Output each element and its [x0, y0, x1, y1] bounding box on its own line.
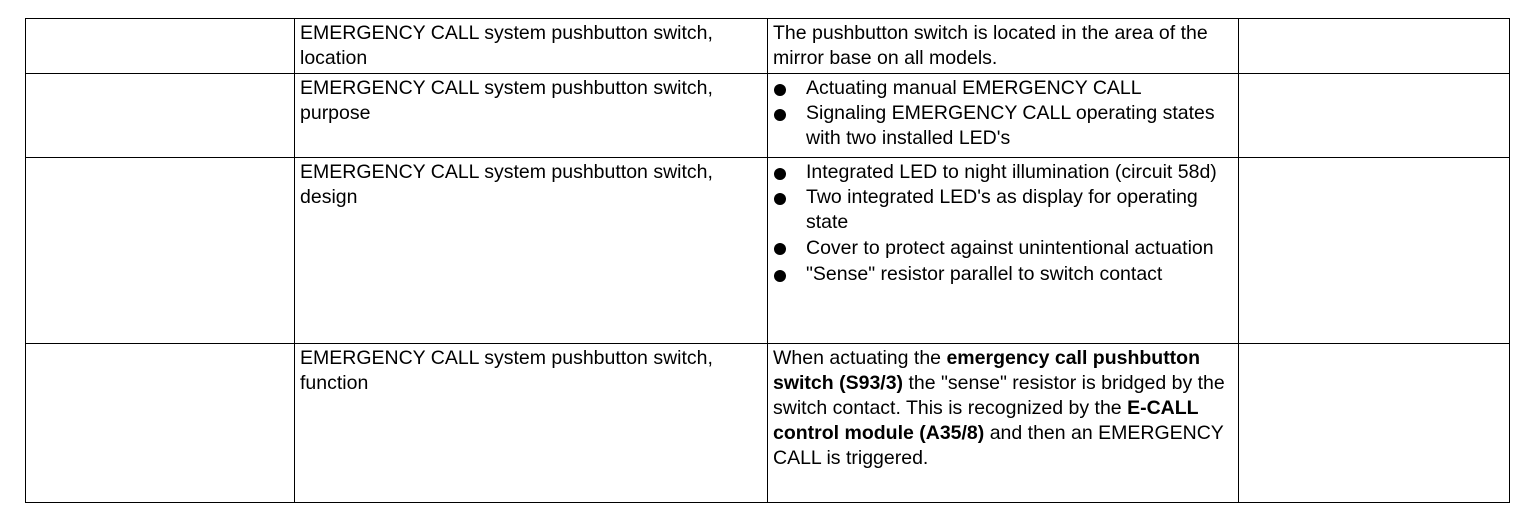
bullet-icon — [774, 168, 786, 180]
bullet-icon — [774, 84, 786, 96]
component-name-switch: emergency call pushbutton switch (S93/3) — [773, 347, 1201, 394]
description-cell: The pushbutton switch is located in the … — [767, 18, 1239, 74]
item-label: EMERGENCY CALL system pushbutton switch,… — [300, 77, 713, 124]
list-item-text: Signaling EMERGENCY CALL operating state… — [806, 102, 1215, 149]
item-label: EMERGENCY CALL system pushbutton switch,… — [300, 161, 713, 208]
function-text: When actuating the emergency call pushbu… — [773, 347, 1225, 469]
spec-table: EMERGENCY CALL system pushbutton switch,… — [25, 18, 1510, 503]
empty-cell-left — [25, 73, 295, 158]
list-item-text: "Sense" resistor parallel to switch cont… — [806, 263, 1163, 285]
empty-cell-left — [25, 18, 295, 74]
table-row: EMERGENCY CALL system pushbutton switch,… — [25, 73, 1510, 158]
list-item-text: Actuating manual EMERGENCY CALL — [806, 77, 1142, 99]
list-item: Signaling EMERGENCY CALL operating state… — [773, 101, 1233, 151]
empty-cell-right — [1238, 73, 1510, 158]
item-cell: EMERGENCY CALL system pushbutton switch,… — [294, 73, 768, 158]
function-text-part: and then an EMERGENCY CALL is triggered. — [773, 422, 1224, 469]
component-name-module: E-CALL control module (A35/8) — [773, 397, 1199, 444]
empty-cell-right — [1238, 18, 1510, 74]
function-text-part: the "sense" resistor is bridged by the s… — [773, 372, 1225, 419]
list-item: Integrated LED to night illumination (ci… — [773, 160, 1233, 185]
bullet-icon — [774, 109, 786, 121]
bullet-list: Integrated LED to night illumination (ci… — [773, 160, 1233, 287]
bullet-icon — [774, 193, 786, 205]
list-item: "Sense" resistor parallel to switch cont… — [773, 262, 1233, 287]
description-cell: Integrated LED to night illumination (ci… — [767, 157, 1239, 344]
list-item-text: Two integrated LED's as display for oper… — [806, 186, 1198, 233]
bullet-list: Actuating manual EMERGENCY CALL Signalin… — [773, 76, 1233, 151]
list-item: Actuating manual EMERGENCY CALL — [773, 76, 1233, 101]
empty-cell-left — [25, 343, 295, 503]
item-cell: EMERGENCY CALL system pushbutton switch,… — [294, 157, 768, 344]
function-text-part: When actuating the — [773, 347, 947, 369]
bullet-icon — [774, 270, 786, 282]
list-item-text: Cover to protect against unintentional a… — [806, 237, 1214, 259]
item-label: EMERGENCY CALL system pushbutton switch,… — [300, 347, 713, 394]
description-cell: When actuating the emergency call pushbu… — [767, 343, 1239, 503]
list-item: Cover to protect against unintentional a… — [773, 235, 1233, 262]
item-cell: EMERGENCY CALL system pushbutton switch,… — [294, 18, 768, 74]
table-row: EMERGENCY CALL system pushbutton switch,… — [25, 343, 1510, 503]
description-text: The pushbutton switch is located in the … — [773, 22, 1208, 69]
item-label: EMERGENCY CALL system pushbutton switch,… — [300, 22, 713, 69]
table-row: EMERGENCY CALL system pushbutton switch,… — [25, 18, 1510, 74]
bullet-icon — [774, 243, 786, 255]
empty-cell-left — [25, 157, 295, 344]
empty-cell-right — [1238, 343, 1510, 503]
list-item: Two integrated LED's as display for oper… — [773, 185, 1233, 235]
list-item-text: Integrated LED to night illumination (ci… — [806, 161, 1217, 183]
item-cell: EMERGENCY CALL system pushbutton switch,… — [294, 343, 768, 503]
description-cell: Actuating manual EMERGENCY CALL Signalin… — [767, 73, 1239, 158]
empty-cell-right — [1238, 157, 1510, 344]
table-row: EMERGENCY CALL system pushbutton switch,… — [25, 157, 1510, 344]
